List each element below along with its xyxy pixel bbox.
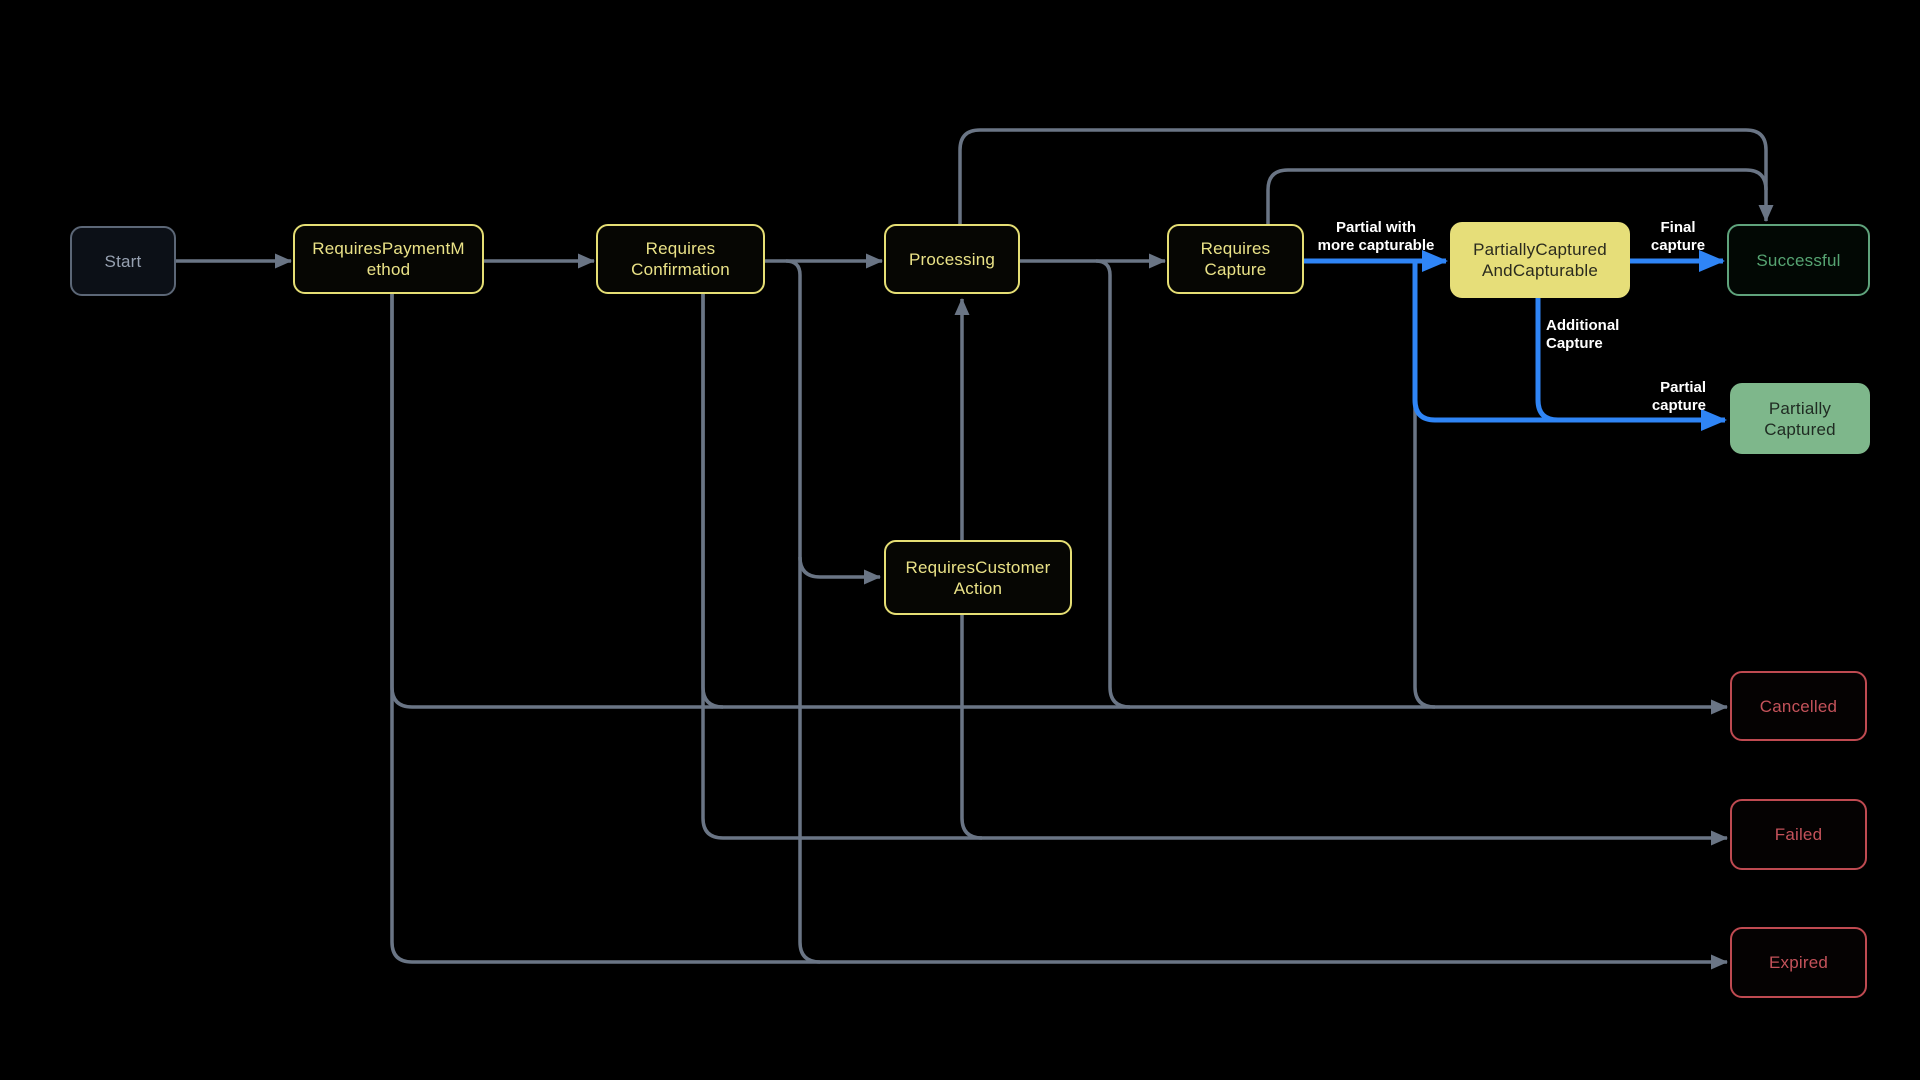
node-requires-payment-method: RequiresPaymentM ethod <box>293 224 484 294</box>
node-partially-captured-and-capturable-label: PartiallyCaptured AndCapturable <box>1473 240 1607 280</box>
edge-rpm-to-expired <box>390 294 1728 970</box>
edge-rconfirmation-to-failed <box>701 294 1728 846</box>
edge-rpm-to-cancelled <box>390 294 1728 715</box>
node-requires-capture-label: Requires Capture <box>1200 239 1271 279</box>
edge-rcustomeraction-to-failed <box>960 615 983 840</box>
edge-label-partial-capture: Partial capture <box>1651 379 1706 414</box>
edge-rcapture-to-cancelled <box>1413 262 1436 709</box>
node-failed: Failed <box>1730 799 1867 870</box>
edge-processing-to-successful <box>958 128 1774 224</box>
node-cancelled: Cancelled <box>1730 671 1867 741</box>
node-successful: Successful <box>1727 224 1870 296</box>
node-processing: Processing <box>884 224 1020 294</box>
node-partially-captured: Partially Captured <box>1730 383 1870 454</box>
node-partially-captured-and-capturable: PartiallyCaptured AndCapturable <box>1450 222 1630 298</box>
node-expired: Expired <box>1730 927 1867 998</box>
edge-rconfirmation-to-cancelled <box>701 294 724 709</box>
edge-processing-to-cancelled <box>1095 259 1131 709</box>
edge-rcapture-to-partiallycaptured <box>1412 261 1727 431</box>
node-requires-capture: Requires Capture <box>1167 224 1304 294</box>
node-requires-customer-action-label: RequiresCustomer Action <box>905 557 1051 598</box>
node-failed-label: Failed <box>1774 825 1823 844</box>
node-requires-customer-action: RequiresCustomer Action <box>884 540 1072 615</box>
edge-label-final-capture: Final capture <box>1650 219 1706 254</box>
edge-label-partial-with-more-capturable: Partial with more capturable <box>1317 219 1435 254</box>
node-requires-payment-method-label: RequiresPaymentM ethod <box>312 239 465 279</box>
edge-pcc-to-partiallycaptured <box>1535 298 1559 423</box>
node-expired-label: Expired <box>1768 953 1829 972</box>
edge-rconfirmation-to-expired <box>785 259 821 964</box>
node-partially-captured-label: Partially Captured <box>1764 398 1836 439</box>
node-start: Start <box>70 226 176 296</box>
edge-rcapture-to-successful <box>1266 168 1768 224</box>
node-start-label: Start <box>104 251 142 271</box>
node-requires-confirmation-label: Requires Confirmation <box>631 239 730 279</box>
node-cancelled-label: Cancelled <box>1759 696 1838 716</box>
edge-label-additional-capture: Additional Capture <box>1546 317 1620 352</box>
node-processing-label: Processing <box>908 249 996 269</box>
node-requires-confirmation: Requires Confirmation <box>596 224 765 294</box>
edge-branch-to-rcustomeraction <box>798 556 881 585</box>
node-successful-label: Successful <box>1756 250 1841 270</box>
